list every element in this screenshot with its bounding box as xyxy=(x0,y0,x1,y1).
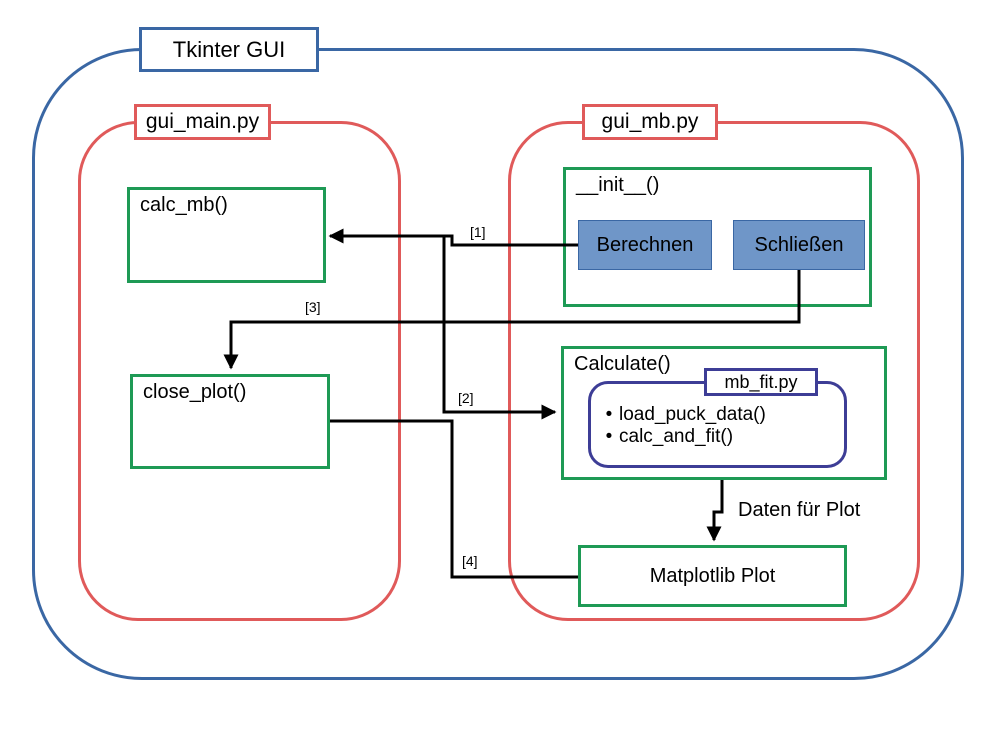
berechnen-button[interactable]: Berechnen xyxy=(578,220,712,270)
edge-3 xyxy=(223,270,801,370)
calc-mb-box: calc_mb() xyxy=(127,187,326,283)
init-label: __init__() xyxy=(576,174,660,196)
edge-2 xyxy=(442,236,557,420)
mb-fit-title: mb_fit.py xyxy=(704,368,818,396)
calc-mb-label: calc_mb() xyxy=(140,194,228,216)
gui-mb-title: gui_mb.py xyxy=(582,104,718,140)
data-for-plot-label: Daten für Plot xyxy=(738,499,861,521)
close-plot-label: close_plot() xyxy=(143,381,247,403)
tkinter-gui-frame xyxy=(32,48,964,680)
edge-4 xyxy=(330,419,578,579)
close-plot-box: close_plot() xyxy=(130,374,330,469)
gui-main-title: gui_main.py xyxy=(134,104,271,140)
edge-4-label: [4] xyxy=(462,553,478,569)
edge-1 xyxy=(328,228,578,247)
calculate-label: Calculate() xyxy=(574,353,671,375)
edge-data xyxy=(706,480,724,542)
mb-fit-function-list: load_puck_data() calc_and_fit() xyxy=(599,404,766,448)
calc-and-fit-item: calc_and_fit() xyxy=(599,426,766,448)
edge-2-label: [2] xyxy=(458,390,474,406)
matplotlib-plot-box: Matplotlib Plot xyxy=(578,545,847,607)
edge-3-label: [3] xyxy=(305,299,321,315)
tkinter-gui-title: Tkinter GUI xyxy=(139,27,319,72)
schliessen-button[interactable]: Schließen xyxy=(733,220,865,270)
load-puck-data-item: load_puck_data() xyxy=(599,404,766,426)
edge-1-label: [1] xyxy=(470,224,486,240)
